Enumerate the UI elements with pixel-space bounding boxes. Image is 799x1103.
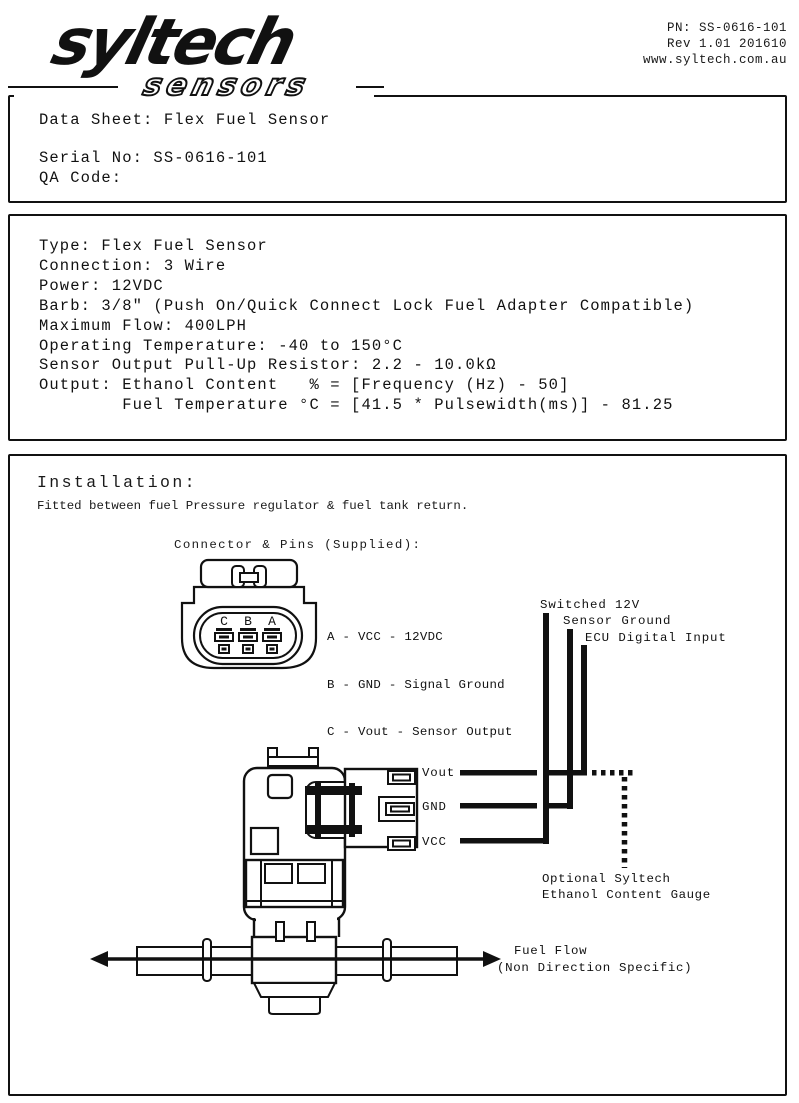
logo-rule-left [8, 86, 118, 88]
syltech-logo: syltech sensors [8, 6, 384, 107]
spec-line: Operating Temperature: -40 to 150°C [39, 336, 404, 355]
identity-box: Data Sheet: Flex Fuel Sensor Serial No: … [8, 95, 787, 203]
installation-subtitle: Fitted between fuel Pressure regulator &… [37, 499, 469, 513]
sensor-drawing [136, 747, 458, 1015]
pin-letter-a: A [268, 614, 276, 629]
pin-letter-b: B [244, 614, 252, 629]
part-number: PN: SS-0616-101 [666, 21, 787, 35]
wire-sensor-ground [567, 629, 573, 809]
datasheet-title: Data Sheet: Flex Fuel Sensor [39, 111, 331, 129]
vcc-lead [460, 838, 549, 844]
spec-line: Barb: 3/8" (Push On/Quick Connect Lock F… [39, 296, 695, 315]
gnd-lead [460, 803, 537, 809]
fuel-flow-note: (Non Direction Specific) [497, 961, 693, 975]
vout-lead [548, 770, 587, 776]
logo-rule-right [356, 86, 384, 88]
serial-number: Serial No: SS-0616-101 [39, 149, 268, 167]
optional-gauge-tap [592, 770, 634, 868]
document-meta: PN: SS-0616-101 Rev 1.01 201610 www.sylt… [643, 20, 787, 68]
website-url: www.syltech.com.au [642, 53, 787, 67]
pinout-legend: A - VCC - 12VDC B - GND - Signal Ground … [327, 598, 513, 773]
optional-gauge-note: Optional Syltech [542, 872, 671, 886]
fuel-flow-label: Fuel Flow [514, 944, 588, 958]
wire-label-switched-12v: Switched 12V [540, 598, 641, 612]
wire-ecu-input [581, 645, 587, 775]
spec-line: Power: 12VDC [39, 276, 164, 295]
spec-line: Fuel Temperature °C = [41.5 * Pulsewidth… [39, 396, 674, 415]
installation-box: C B A [8, 454, 787, 1096]
wire-label-ecu-input: ECU Digital Input [585, 631, 727, 645]
spec-line: Maximum Flow: 400LPH [39, 316, 248, 335]
pinout-b: B - GND - Signal Ground [327, 677, 505, 692]
wire-switched-12v [543, 613, 549, 844]
connector-drawing: C B A [180, 558, 318, 670]
wire-label-sensor-ground: Sensor Ground [563, 614, 672, 628]
spec-line: Sensor Output Pull-Up Resistor: 2.2 - 10… [39, 356, 497, 375]
installation-title: Installation: [37, 473, 197, 492]
specifications-box: Type: Flex Fuel Sensor Connection: 3 Wir… [8, 214, 787, 441]
pin-b: B [238, 614, 258, 654]
optional-gauge-note: Ethanol Content Gauge [542, 888, 711, 902]
pin-c: C [214, 614, 234, 654]
terminal-label-gnd: GND [422, 800, 447, 814]
gnd-lead [548, 803, 573, 809]
pinout-c: C - Vout - Sensor Output [327, 725, 513, 740]
spec-line: Output: Ethanol Content % = [Frequency (… [39, 376, 570, 395]
pin-letter-c: C [220, 614, 228, 629]
wiring [460, 613, 587, 844]
terminal-label-vcc: VCC [422, 835, 447, 849]
spec-list: Type: Flex Fuel Sensor Connection: 3 Wir… [39, 237, 694, 416]
fuel-flow-arrow [90, 951, 501, 967]
terminal-label-vout: Vout [422, 766, 455, 780]
spec-line: Type: Flex Fuel Sensor [39, 237, 268, 255]
connector-pins-label: Connector & Pins (Supplied): [174, 538, 422, 552]
revision: Rev 1.01 201610 [666, 37, 787, 51]
vout-lead [460, 770, 537, 776]
installation-diagram: C B A [90, 558, 634, 1015]
logo-tagline: sensors [139, 67, 315, 104]
pinout-a: A - VCC - 12VDC [327, 629, 444, 644]
pin-a: A [262, 614, 282, 654]
spec-line: Connection: 3 Wire [39, 256, 227, 275]
qa-code: QA Code: [39, 169, 123, 187]
